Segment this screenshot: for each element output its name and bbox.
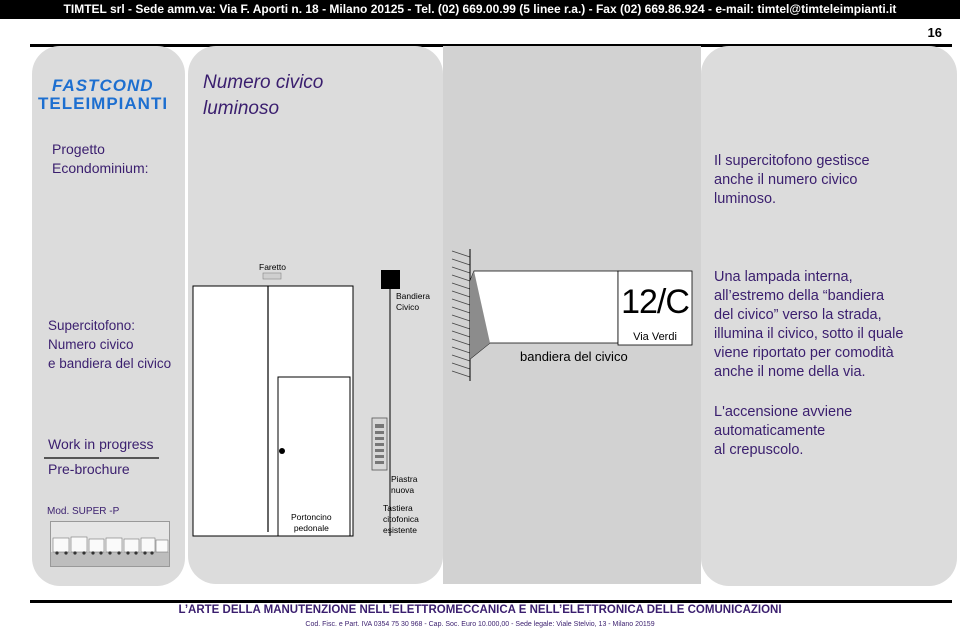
sign-street: Via Verdi [633,331,677,343]
intro-line1: Il supercitofono gestisce [714,153,870,169]
title-line2: luminoso [203,98,280,119]
tastiera-line1: Tastiera [383,503,413,513]
wall-hatch [451,250,471,378]
pre-brochure-label: Pre-brochure [48,461,130,477]
flag-diagram [451,249,693,381]
subject-line3: e bandiera del civico [48,356,172,371]
bandiera-civico-line2: Civico [396,302,420,312]
work-in-progress-label: Work in progress [48,436,154,452]
project-label: Progetto Econdominium: [52,140,149,178]
footer-legal: Cod. Fisc. e Part. IVA 0354 75 30 968 - … [305,621,655,628]
footer-tagline: L’ARTE DELLA MANUTENZIONE NELL’ELETTROME… [178,604,782,616]
description-line: viene riportato per comodità [714,345,894,361]
activation-line: L'accensione avviene [714,404,853,420]
subject-label: Supercitofono: Numero civico e bandiera … [48,316,171,373]
tastiera-line3: esistente [383,525,418,535]
page-title: Numero civico luminoso [203,70,323,122]
fleet-photo [50,521,170,567]
number-sign [617,270,693,346]
portoncino-label: Portoncino pedonale [291,512,332,534]
flag-box [381,270,400,289]
bandiera-civico-label: Bandiera Civico [396,291,430,313]
flag-label: bandiera del civico [520,349,628,364]
page-number: 16 [927,25,942,40]
activation-line: automaticamente [714,423,826,439]
model-code: Mod. SUPER -P [47,506,120,517]
left-panel [32,46,185,586]
portoncino-line2: pedonale [293,523,329,533]
description-line: del civico” verso la strada, [714,307,882,323]
building-diagram [192,270,400,537]
tastiera-label: Tastiera citofonica esistente [383,503,419,536]
logo-line1: FASTCOND [52,76,154,95]
title-line1: Numero civico [203,72,324,93]
description-text: Una lampada interna, all’estremo della “… [714,268,949,382]
sign-number: 12/C [621,283,690,321]
status-divider [44,457,159,459]
project-line1: Progetto [52,141,105,157]
top-rule [30,44,952,47]
logo-line2: TELEIMPIANTI [38,94,169,113]
subject-line1: Supercitofono: [48,318,136,333]
subject-line2: Numero civico [48,337,134,352]
pedestrian-door [277,376,351,537]
piastra-label: Piastra nuova [391,474,417,496]
description-line: anche il nome della via. [714,364,866,380]
right-panel [701,46,957,586]
fleet-vans-image [51,522,169,566]
faretto-label: Faretto [259,262,286,272]
bandiera-civico-line1: Bandiera [396,291,431,301]
activation-text: L'accensione avviene automaticamente al … [714,403,949,460]
flag-body [469,270,619,360]
intro-text: Il supercitofono gestisce anche il numer… [714,152,944,209]
portoncino-line1: Portoncino [291,512,332,522]
description-line: all’estremo della “bandiera [714,288,885,304]
description-line: Una lampada interna, [714,269,853,285]
piastra-line1: Piastra [391,474,418,484]
door-knob [279,448,285,454]
intro-line2: anche il numero civico [714,172,858,188]
faretto-lamp [262,272,282,280]
bottom-rule [30,600,952,603]
flag-shadow [470,271,490,359]
project-line2: Econdominium: [52,160,149,176]
description-line: illumina il civico, sotto il quale [714,326,904,342]
tastiera-line2: citofonica [383,514,419,524]
activation-line: al crepuscolo. [714,442,804,458]
header-bar: TIMTEL srl - Sede amm.va: Via F. Aporti … [0,0,960,19]
piastra-line2: nuova [391,485,415,495]
intro-line3: luminoso. [714,191,777,207]
